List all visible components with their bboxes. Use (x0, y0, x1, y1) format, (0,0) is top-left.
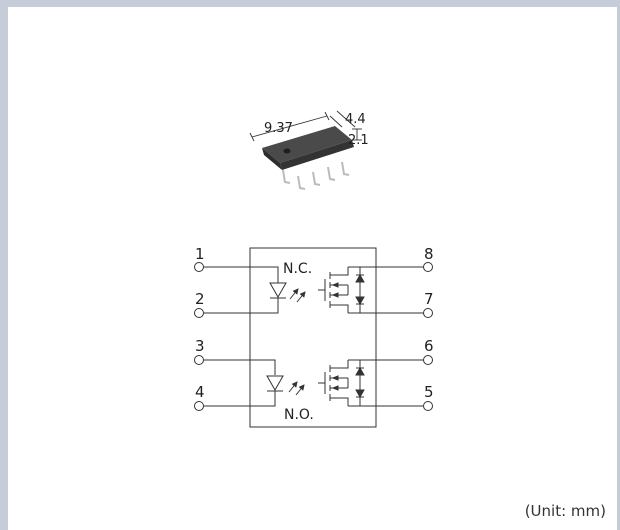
package-front-face (262, 148, 282, 170)
pin-6 (348, 355, 433, 365)
no-label: N.O. (284, 407, 314, 423)
pin-4 (194, 391, 276, 411)
pin-5-label: 5 (424, 383, 434, 401)
package-top-face (262, 126, 352, 163)
pin-8-label: 8 (424, 245, 434, 263)
led-upper (269, 282, 287, 299)
pin-4-label: 4 (195, 383, 205, 401)
dim-length-label: 9.37 (264, 121, 293, 136)
pin-schematic (194, 247, 433, 428)
led-lower (266, 375, 284, 392)
dimension-lines (249, 110, 362, 142)
pin-5 (348, 401, 433, 411)
schematic-labels: 1 2 3 4 5 6 7 8 N.C. N.O. (195, 245, 434, 423)
frame-left-border (0, 0, 8, 530)
pin-2-label: 2 (195, 290, 205, 308)
pin-1-label: 1 (195, 245, 205, 263)
pin-7-label: 7 (424, 290, 434, 308)
pin-7 (348, 308, 433, 318)
package-side-face (280, 140, 354, 170)
dim-width-label: 4.4 (345, 112, 366, 127)
mosfet-pair-upper (318, 267, 365, 313)
package-illustration: 9.37 4.4 2.1 (249, 110, 369, 190)
pin-3 (194, 355, 276, 375)
unit-note: (Unit: mm) (524, 502, 606, 520)
frame-top-border (0, 0, 620, 7)
mosfet-pair-lower (318, 360, 365, 406)
package-leads (282, 161, 350, 190)
pin-8 (348, 262, 433, 272)
light-arrows-upper (289, 288, 306, 303)
pin-1 (194, 262, 279, 283)
pin-6-label: 6 (424, 337, 434, 355)
dim-height-label: 2.1 (348, 133, 369, 148)
pin1-dot (283, 148, 291, 154)
pin-2 (194, 298, 279, 318)
nc-label: N.C. (283, 261, 312, 277)
light-arrows-lower (288, 381, 305, 396)
frame-right-border (617, 0, 620, 530)
schematic-box (249, 247, 377, 428)
pin-3-label: 3 (195, 337, 205, 355)
